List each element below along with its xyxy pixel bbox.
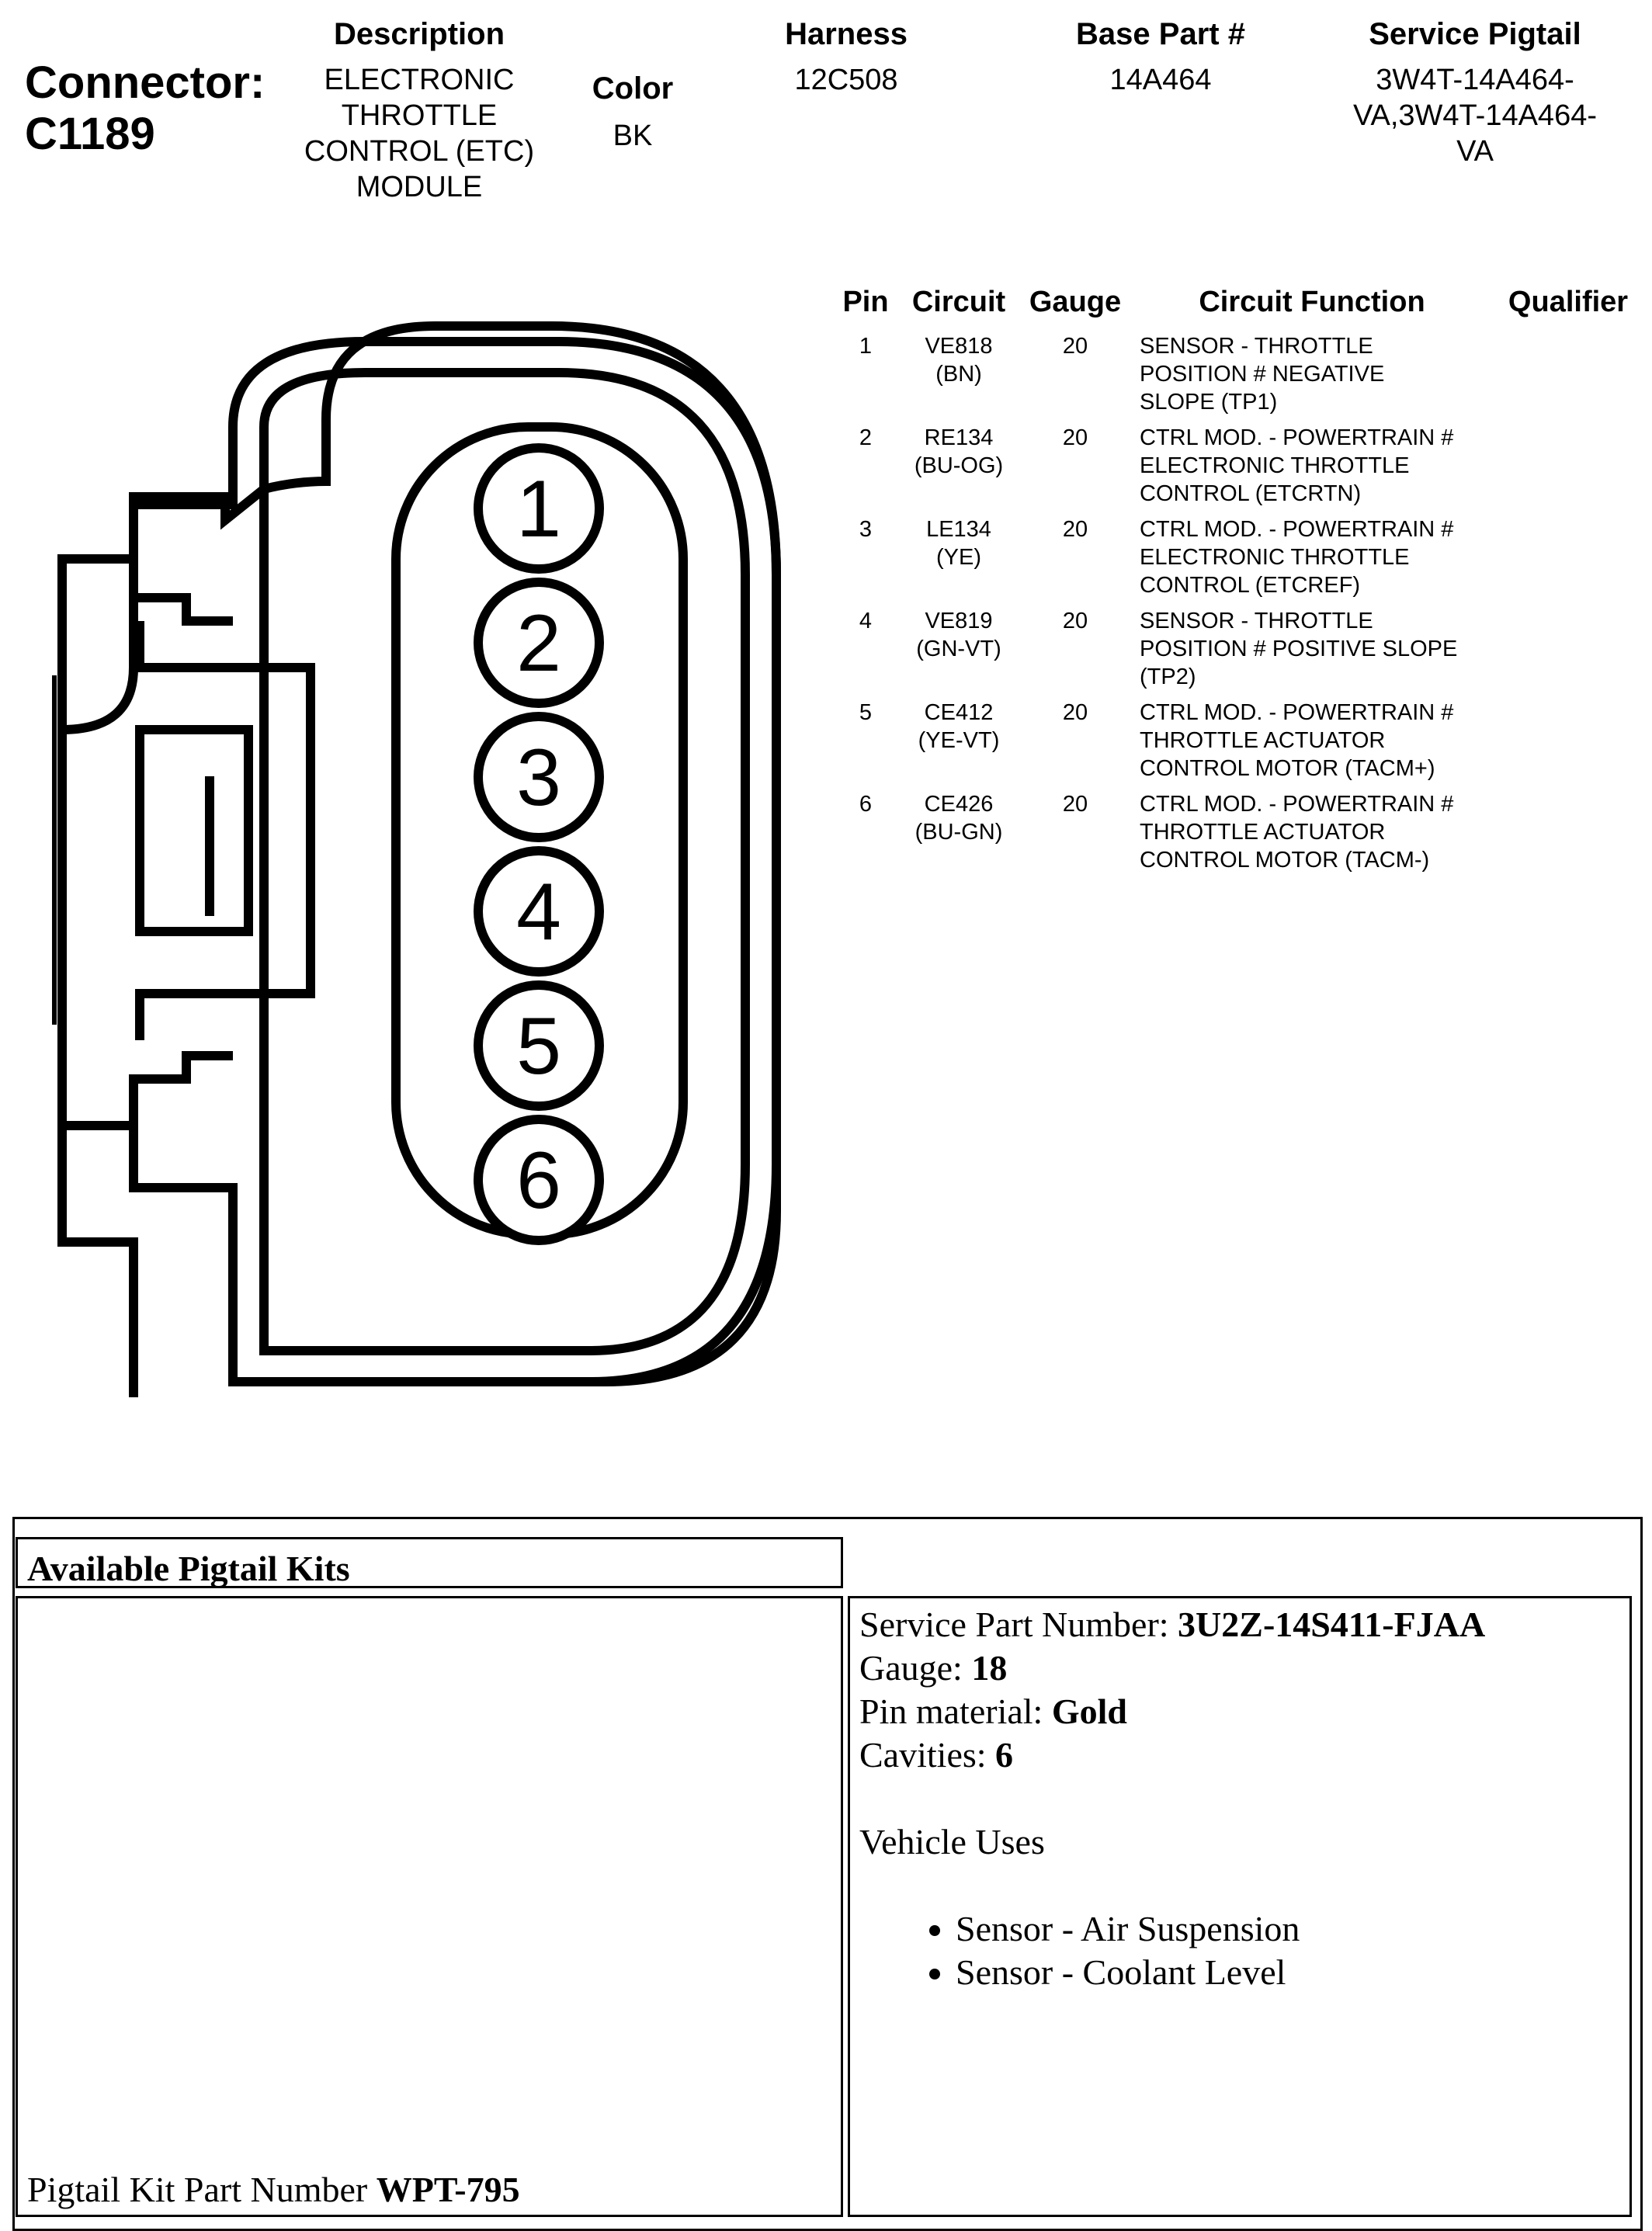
gauge-value: 18 xyxy=(971,1648,1008,1688)
vehicle-uses-label: Vehicle Uses xyxy=(859,1822,1045,1861)
circuit-id: CE412 (YE-VT) xyxy=(918,700,1000,753)
pin-number: 5 xyxy=(859,700,873,725)
vehicle-uses-list: Sensor - Air Suspension Sensor - Coolant… xyxy=(859,1907,1620,1994)
cavity-number: 6 xyxy=(516,1136,561,1226)
cavity-number: 2 xyxy=(516,599,561,689)
wire-gauge: 20 xyxy=(1062,700,1088,725)
cavity-number: 4 xyxy=(516,867,561,957)
pin-number: 4 xyxy=(859,609,873,633)
harness-value: 12C508 xyxy=(794,64,898,96)
service-part-line: Service Part Number: 3U2Z-14S411-FJAA xyxy=(859,1603,1620,1646)
circuit-id: CE426 (BU-GN) xyxy=(914,792,1003,845)
lock-tab-inner xyxy=(135,725,253,936)
color-value: BK xyxy=(613,120,653,152)
gauge-col-header: Gauge xyxy=(1029,286,1122,318)
circuit-function: SENSOR - THROTTLE POSITION # NEGATIVE SL… xyxy=(1140,334,1385,415)
cavity-circle xyxy=(474,980,604,1111)
color-header: Color xyxy=(592,71,674,106)
connector-label: Connector: xyxy=(25,57,266,108)
cavity-number: 1 xyxy=(516,464,561,554)
wire-gauge: 20 xyxy=(1062,517,1088,542)
circuit-function: CTRL MOD. - POWERTRAIN # THROTTLE ACTUAT… xyxy=(1140,792,1454,873)
qualifier-col-header: Qualifier xyxy=(1508,286,1629,318)
circuit-function: CTRL MOD. - POWERTRAIN # THROTTLE ACTUAT… xyxy=(1140,700,1454,781)
circuit-function: CTRL MOD. - POWERTRAIN # ELECTRONIC THRO… xyxy=(1140,425,1454,506)
vehicle-use-item: Sensor - Air Suspension xyxy=(956,1907,1620,1951)
latch-lower xyxy=(129,1051,233,1126)
gauge-label: Gauge: xyxy=(859,1648,972,1688)
cavity-circle xyxy=(474,1115,604,1245)
pin-number: 6 xyxy=(859,792,873,817)
harness-header: Harness xyxy=(785,17,908,51)
wire-gauge: 20 xyxy=(1062,425,1088,450)
connector-id: C1189 xyxy=(25,109,155,159)
pigtail-title-cell: Available Pigtail Kits xyxy=(16,1537,843,1588)
vehicle-use-item: Sensor - Coolant Level xyxy=(956,1951,1620,1994)
wire-gauge: 20 xyxy=(1062,334,1088,359)
pigtail-image-cell: Pigtail Kit Part Number WPT-795 xyxy=(16,1596,843,2217)
cavities-value: 6 xyxy=(995,1735,1014,1775)
gauge-line: Gauge: 18 xyxy=(859,1646,1620,1690)
connector-diagram: 1 2 3 4 5 6 xyxy=(52,321,781,1397)
pin-material-label: Pin material: xyxy=(859,1691,1052,1731)
circuit-id: VE818 (BN) xyxy=(925,334,993,387)
circuit-id: LE134 (YE) xyxy=(926,517,991,570)
housing-inner xyxy=(259,368,750,1355)
cavity-circle xyxy=(474,712,604,842)
cavities: 1 2 3 4 5 6 xyxy=(474,443,604,1245)
cavities-line: Cavities: 6 xyxy=(859,1733,1620,1777)
pigtail-details-cell: Service Part Number: 3U2Z-14S411-FJAA Ga… xyxy=(848,1596,1632,2217)
circuit-function: SENSOR - THROTTLE POSITION # POSITIVE SL… xyxy=(1140,609,1458,689)
kit-part-number: Pigtail Kit Part Number WPT-795 xyxy=(27,2168,520,2212)
description-value: ELECTRONIC THROTTLE CONTROL (ETC) MODULE xyxy=(304,64,535,203)
base-part-value: 14A464 xyxy=(1109,64,1212,96)
circuit-id: RE134 (BU-OG) xyxy=(914,425,1004,478)
function-col-header: Circuit Function xyxy=(1199,286,1425,318)
cavity-circle xyxy=(474,846,604,977)
circuit-function: CTRL MOD. - POWERTRAIN # ELECTRONIC THRO… xyxy=(1140,517,1454,598)
lock-tab xyxy=(135,621,315,1040)
cavity-circle xyxy=(474,578,604,708)
pin-material-line: Pin material: Gold xyxy=(859,1690,1620,1733)
connector-title: Connector: C1189 xyxy=(25,57,273,160)
circuit-id: VE819 (GN-VT) xyxy=(916,609,1001,661)
connector-outer-shell xyxy=(57,321,551,1397)
service-part-label: Service Part Number: xyxy=(859,1605,1178,1644)
wire-gauge: 20 xyxy=(1062,609,1088,633)
cavity-number: 5 xyxy=(516,1001,561,1091)
service-part-value: 3U2Z-14S411-FJAA xyxy=(1178,1605,1486,1644)
circuit-col-header: Circuit xyxy=(911,286,1006,318)
latch-upper xyxy=(129,559,233,626)
service-pigtail-header: Service Pigtail xyxy=(1369,17,1581,51)
pigtail-title: Available Pigtail Kits xyxy=(27,1549,350,1588)
pin-number: 3 xyxy=(859,517,873,542)
pin-col-header: Pin xyxy=(842,286,889,318)
kit-part-value: WPT-795 xyxy=(376,2170,520,2209)
cavity-number: 3 xyxy=(516,733,561,823)
cavity-circle xyxy=(474,443,604,574)
wire-gauge: 20 xyxy=(1062,792,1088,817)
service-pigtail-value: 3W4T-14A464- VA,3W4T-14A464- VA xyxy=(1352,64,1597,168)
kit-part-label: Pigtail Kit Part Number xyxy=(27,2170,377,2209)
housing-outline xyxy=(57,337,781,1386)
pin-number: 1 xyxy=(859,334,873,359)
pin-material-value: Gold xyxy=(1051,1691,1127,1731)
cavities-label: Cavities: xyxy=(859,1735,996,1775)
base-part-header: Base Part # xyxy=(1076,17,1245,51)
pin-number: 2 xyxy=(859,425,873,450)
description-header: Description xyxy=(333,17,505,51)
